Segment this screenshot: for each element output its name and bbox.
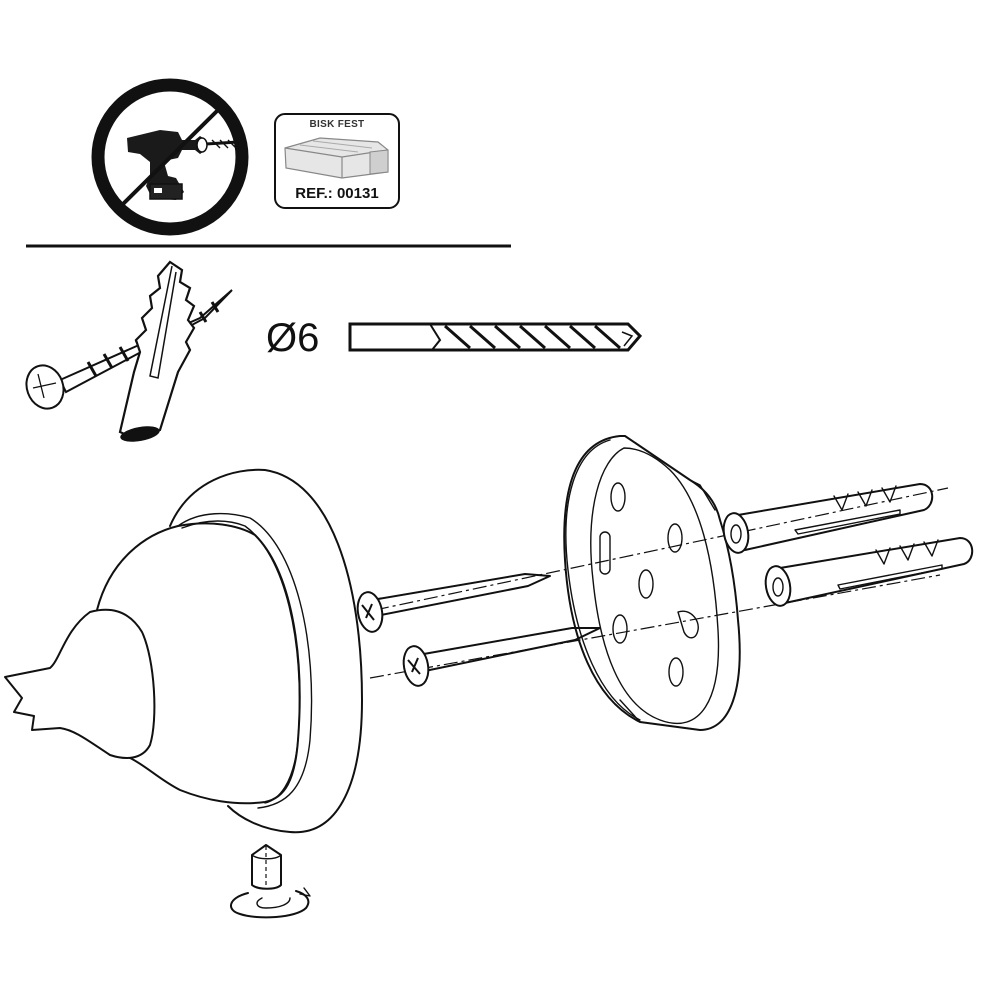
plate-hole — [610, 482, 626, 512]
ceiling-canopy-rim — [169, 468, 363, 834]
plate-hole — [668, 657, 684, 687]
plate-hole — [612, 614, 628, 644]
plate-keyhole — [677, 610, 699, 639]
wall-plug-2 — [764, 537, 974, 607]
rotate-fastener-icon — [230, 844, 311, 919]
wall-plug-1 — [722, 483, 934, 554]
material-badge-title: BISK FEST — [309, 119, 365, 130]
lamp-shade — [4, 608, 156, 759]
alignment-axes — [369, 487, 949, 679]
plate-hole — [667, 523, 683, 553]
screw-1 — [356, 573, 551, 633]
material-badge — [274, 113, 400, 209]
plate-slot — [599, 531, 611, 575]
material-badge-reference: REF.: 00131 — [295, 185, 379, 202]
screw-wall-plug-icon — [25, 260, 233, 442]
mounting-putty-icon — [284, 137, 389, 179]
lamp-assembly — [4, 468, 363, 834]
drill-diameter-label: Ø6 — [266, 316, 320, 360]
plate-hole — [638, 569, 654, 599]
screw-2 — [402, 627, 601, 687]
drill-bit-icon — [348, 322, 643, 352]
no-power-drill-icon — [91, 78, 249, 236]
mounting-plate — [563, 435, 741, 731]
